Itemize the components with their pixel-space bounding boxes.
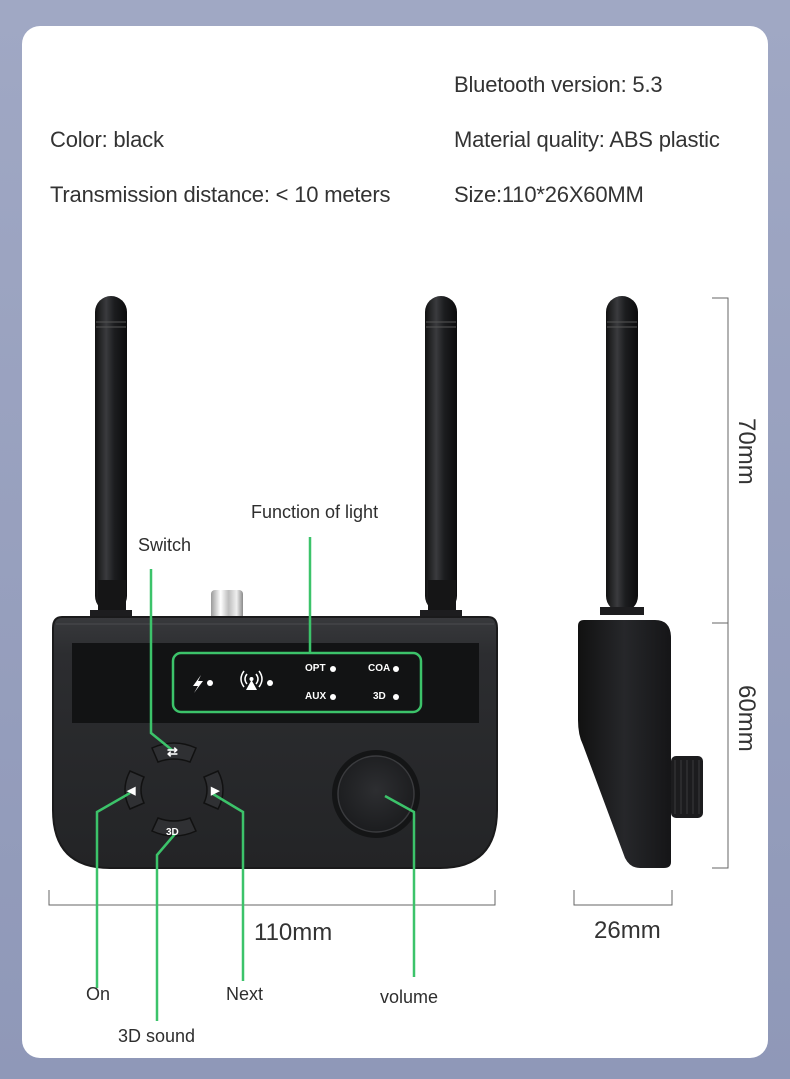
dimension-lines — [48, 297, 729, 906]
spec-transmission-distance: Transmission distance: < 10 meters — [50, 182, 391, 207]
spec-color: Color: black — [50, 127, 164, 152]
prev-arrow-icon: ◀ — [127, 785, 136, 797]
next-arrow-icon: ▶ — [211, 785, 220, 797]
dimension-width: 110mm — [254, 919, 333, 946]
dimension-depth: 26mm — [594, 917, 661, 944]
callout-volume: volume — [380, 987, 439, 1007]
callout-on: On — [86, 984, 111, 1004]
callout-3d-sound: 3D sound — [118, 1026, 196, 1046]
switch-button[interactable] — [151, 742, 197, 763]
prev-button[interactable] — [124, 770, 146, 810]
callout-function-of-light: Function of light — [251, 502, 379, 522]
top-knob — [211, 590, 243, 620]
right-antenna — [420, 296, 462, 618]
lightning-icon — [193, 675, 203, 693]
spec-card — [22, 26, 768, 1058]
display-panel — [72, 643, 479, 723]
left-antenna — [90, 296, 132, 618]
led-label-aux: AUX — [305, 691, 327, 702]
dimension-antenna-height: 70mm — [733, 418, 760, 485]
led-label-opt: OPT — [305, 663, 326, 674]
callout-next: Next — [226, 984, 264, 1004]
antenna-signal-icon — [240, 670, 263, 690]
led-label-coa: COA — [368, 663, 391, 674]
sound-3d-button[interactable] — [151, 817, 197, 837]
callout-switch: Switch — [138, 535, 192, 555]
switch-icon: ⇄ — [167, 744, 178, 759]
side-view — [578, 296, 703, 868]
led-label-3d: 3D — [373, 691, 386, 702]
led-panel-outline — [171, 651, 423, 714]
spec-material: Material quality: ABS plastic — [454, 127, 720, 152]
spec-bluetooth-version: Bluetooth version: 5.3 — [454, 72, 663, 97]
callout-lines — [95, 537, 416, 1021]
dimension-body-height: 60mm — [733, 685, 760, 752]
sound-3d-button-label: 3D — [166, 827, 179, 838]
next-button[interactable] — [202, 770, 224, 810]
spec-size: Size:110*26X60MM — [454, 182, 644, 207]
